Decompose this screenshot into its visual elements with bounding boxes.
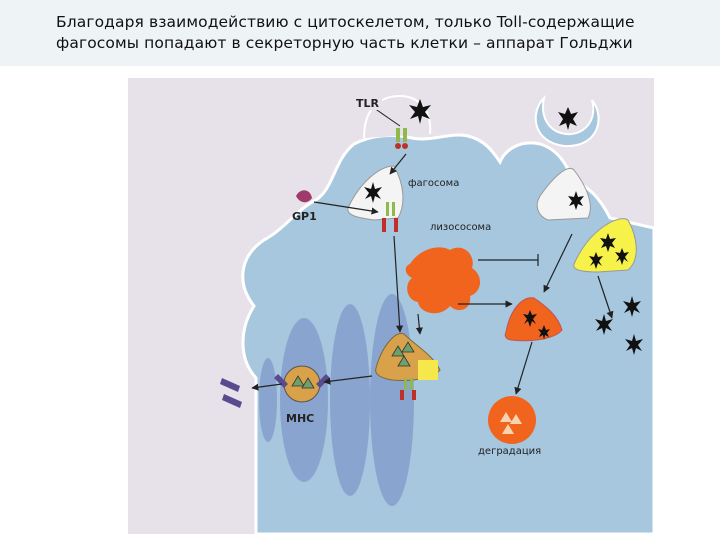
gp1-label: GP1 [292,210,317,223]
bacterium-icon [595,314,613,335]
golgi-vesicle-yellow-patch [418,360,438,380]
pathway-arrows [251,153,614,395]
bacterium-icon [409,99,431,124]
phagosome-white-right [536,168,591,221]
lysosome [405,247,481,314]
degradation-vesicle [488,396,536,444]
bacterium-icon [558,107,578,130]
engulfing-cup [534,94,600,148]
tlr-leader-line [373,107,401,127]
bacterium-icon [538,325,550,340]
header-band [0,0,720,66]
golgi-stack-4 [370,294,414,506]
peptide-triangles [291,375,315,389]
bacterium-icon [523,310,537,327]
slide-title-line-2: фагосомы попадают в секреторную часть кл… [56,34,633,52]
tlr-label-box [354,96,382,110]
golgi-stack-1 [259,358,277,442]
degradation-label: деградация [478,446,541,457]
bacterium-icon [625,334,643,355]
gp1-receptor [296,190,312,203]
bacterium-icon [589,252,603,269]
tlr-receptor-phagosome [382,202,398,232]
peptide-triangles [391,341,415,367]
mhc-membrane [220,378,242,408]
mhc-molecule [274,374,330,388]
bacterium-icon [623,296,641,317]
tlr-label: TLR [356,97,380,110]
mhc-label: MHC [286,412,314,425]
tlr-receptor-golgi [400,378,416,400]
bacterium-icon [568,191,584,210]
inhibition-line [478,254,539,266]
bacterium-icon [364,182,382,203]
phagosome-diagram: TLR фагосома GP1 лизососома MHC деградац… [128,78,654,534]
tlr-receptor-membrane [395,128,408,149]
phagosome-label: фагосома [408,178,459,189]
slide-title-line-1: Благодаря взаимодействию с цитоскелетом,… [56,13,635,31]
golgi-stack-3 [330,304,370,496]
bacterium-icon [600,233,616,252]
degraded-fragments [500,412,522,434]
lysosome-label: лизососома [430,222,491,233]
bacterium-icon [615,248,629,265]
slide-title: Благодаря взаимодействию с цитоскелетом,… [56,12,706,54]
